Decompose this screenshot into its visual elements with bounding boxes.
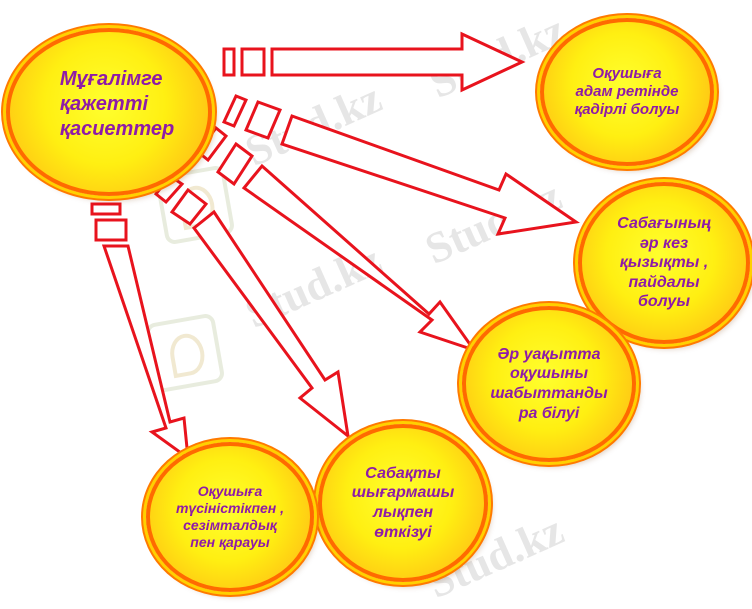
node-1: Оқушыға адам ретінде қадірлі болуы bbox=[540, 18, 714, 166]
node-1-label: Оқушыға адам ретінде қадірлі болуы bbox=[574, 64, 680, 119]
node-4-label: Сабақты шығармашы лықпен өткізуі bbox=[351, 464, 455, 541]
node-2: Сабағының әр кез қызықты , пайдалы болуы bbox=[578, 182, 750, 344]
arrow-to-node-4 bbox=[153, 173, 351, 440]
arrow-to-node-2 bbox=[221, 94, 580, 236]
node-4: Сабақты шығармашы лықпен өткізуі bbox=[318, 424, 488, 582]
node-5-label: Оқушыға түсіністікпен , сезімталдық пен … bbox=[175, 482, 285, 551]
arrow-to-node-3 bbox=[195, 125, 478, 353]
arrow-to-node-1 bbox=[222, 31, 526, 93]
node-5: Оқушыға түсіністікпен , сезімталдық пен … bbox=[146, 442, 314, 592]
node-3: Әр уақытта оқушыны шабыттанды ра білуі bbox=[462, 306, 636, 462]
center-node-label: Мұғалімге қажетті қасиеттер bbox=[59, 67, 175, 140]
center-node: Мұғалімге қажетті қасиеттер bbox=[6, 28, 212, 196]
arrow-to-node-5 bbox=[90, 202, 190, 462]
node-2-label: Сабағының әр кез қызықты , пайдалы болуы bbox=[617, 215, 711, 311]
node-3-label: Әр уақытта оқушыны шабыттанды ра білуі bbox=[490, 345, 608, 422]
